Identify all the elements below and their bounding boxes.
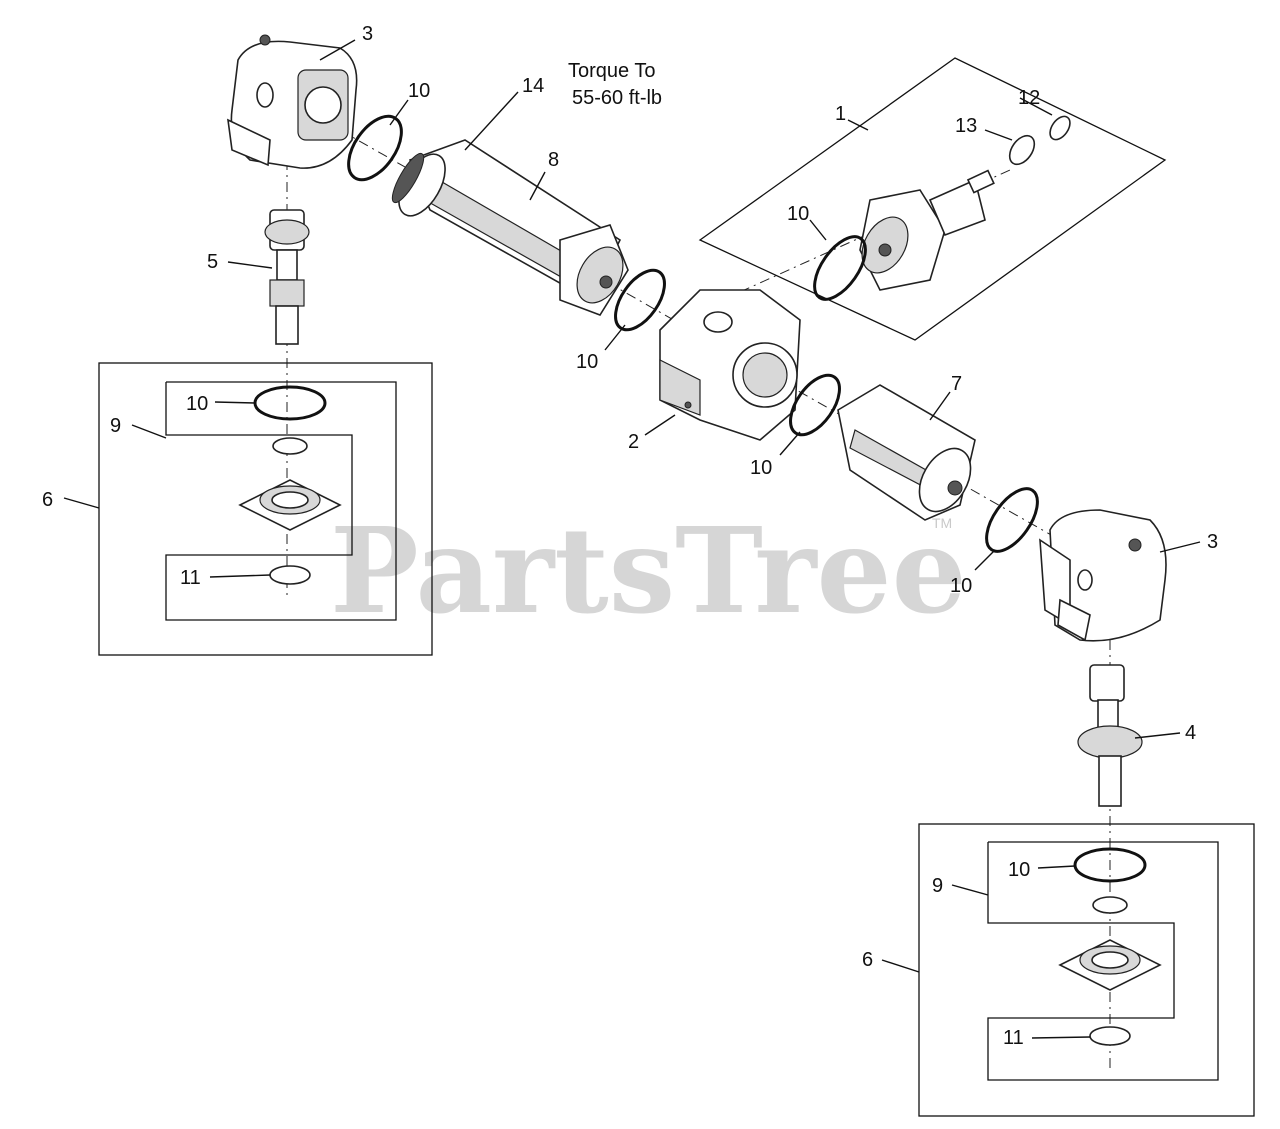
callout-10-mid: 10	[576, 351, 598, 373]
seal-13	[1008, 134, 1036, 166]
callout-10-right-kit: 10	[1008, 859, 1030, 881]
callout-10-right: 10	[950, 575, 972, 597]
o-ring-10-d	[789, 373, 841, 437]
seal-11-right	[1089, 1026, 1131, 1046]
callout-10-low: 10	[750, 457, 772, 479]
pinion-assembly-1	[859, 169, 995, 291]
callout-2: 2	[628, 431, 639, 453]
torque-note-line-1: Torque To	[568, 60, 655, 82]
callout-9-right: 9	[932, 875, 943, 897]
kit-1-outline	[698, 57, 1167, 341]
callout-14: 14	[522, 75, 544, 97]
housing-3-upper-left	[227, 34, 358, 169]
watermark-trademark: TM	[932, 515, 952, 531]
callout-6-left: 6	[42, 489, 53, 511]
callout-11-left: 11	[180, 567, 201, 589]
o-ring-10-c	[813, 235, 867, 301]
seal-11-left	[269, 565, 311, 585]
upper-diagonal-axis	[699, 169, 1011, 311]
bearing-flange-left	[238, 479, 342, 531]
callout-13: 13	[955, 115, 977, 137]
kit-9-left-outline	[165, 381, 397, 621]
callout-3-right: 3	[1207, 531, 1218, 553]
short-shaft-7	[837, 384, 976, 521]
callout-11-right: 11	[1003, 1027, 1024, 1049]
callout-labels: 3 10 14 8 1 12 13 10 5 10 2 7 10 10 3 4 …	[42, 23, 1218, 1049]
leader-lines	[63, 39, 1201, 1039]
callout-10-left-kit: 10	[186, 393, 208, 415]
callout-1: 1	[835, 103, 846, 125]
seal-left	[272, 437, 308, 455]
o-ring-10-g	[1073, 847, 1147, 883]
callout-8: 8	[548, 149, 559, 171]
vertical-shaft-5	[264, 209, 310, 345]
o-ring-10-b	[614, 268, 666, 332]
callout-5: 5	[207, 251, 218, 273]
o-ring-10-f	[253, 385, 327, 421]
callout-9-left: 9	[110, 415, 121, 437]
bearing-flange-right	[1058, 939, 1162, 991]
shaft-housing-8	[391, 139, 629, 316]
callout-10-kit1: 10	[787, 203, 809, 225]
housing-3-right	[1039, 509, 1167, 642]
seal-right	[1092, 896, 1128, 914]
callout-3-upper: 3	[362, 23, 373, 45]
seal-12	[1049, 115, 1071, 141]
callout-10-upper: 10	[408, 80, 430, 102]
torque-note-line-2: 55-60 ft-lb	[572, 87, 662, 109]
center-gearbox-2	[659, 289, 801, 441]
callout-7: 7	[951, 373, 962, 395]
vertical-shaft-4	[1077, 664, 1143, 807]
kit-9-right-outline	[987, 841, 1219, 1081]
o-ring-10-a	[347, 114, 403, 182]
callout-12: 12	[1018, 87, 1040, 109]
kit-6-left-outline	[98, 362, 433, 656]
o-ring-10-e	[985, 487, 1039, 553]
callout-4: 4	[1185, 722, 1196, 744]
watermark-text: PartsTree	[330, 501, 967, 640]
kit-6-right-outline	[918, 823, 1255, 1117]
callout-6-right: 6	[862, 949, 873, 971]
